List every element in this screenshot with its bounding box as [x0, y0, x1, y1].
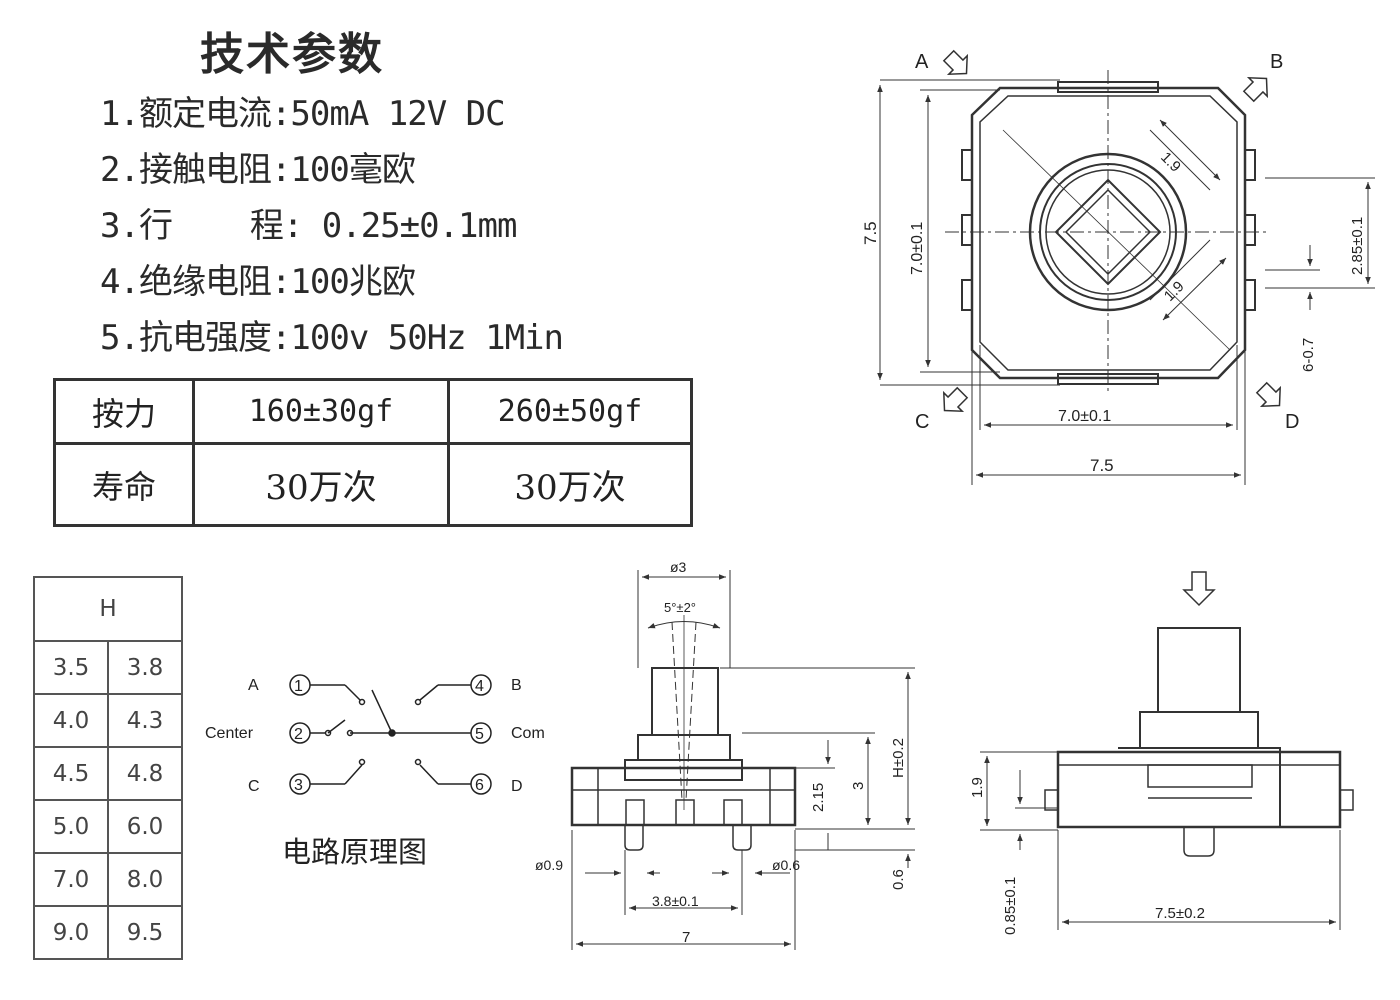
table-cell: 30万次: [447, 442, 693, 527]
pin-number: 2: [294, 726, 303, 743]
pin-number: 4: [475, 678, 484, 695]
side-view-labels: ø3 5°±2° H±0.2 3 2.15 ø0.9 ø0.6 0.6 3.8±…: [535, 559, 907, 946]
table-cell: 7.0: [33, 852, 109, 907]
table-cell: 160±30gf: [192, 378, 450, 445]
dim-label: 7.0±0.1: [1058, 408, 1111, 425]
table-cell: 5.0: [33, 799, 109, 854]
terminal-label-d: D: [511, 778, 523, 795]
dim-label: 1.9: [1157, 149, 1184, 176]
table-cell: 9.5: [107, 905, 183, 960]
dim-label: H±0.2: [890, 738, 907, 778]
pin-number: 3: [294, 777, 303, 794]
table-cell: 260±50gf: [447, 378, 693, 445]
row-label: 寿命: [53, 442, 195, 527]
table-cell: 4.5: [33, 746, 109, 801]
front-view-labels: 1.9 0.85±0.1 7.5±0.2: [969, 777, 1205, 935]
dim-label: 5°±2°: [664, 600, 696, 615]
dim-label: 1.9: [969, 777, 986, 798]
table-cell: 6.0: [107, 799, 183, 854]
spec-item: 4.绝缘电阻:100兆欧: [100, 262, 416, 302]
corner-label-b: B: [1270, 51, 1283, 73]
table-cell: 3.5: [33, 640, 109, 695]
table-row: 寿命 30万次 30万次: [53, 442, 693, 527]
table-header: H: [33, 576, 183, 642]
dim-label: 2.15: [810, 783, 827, 812]
force-life-table: 按力 160±30gf 260±50gf 寿命 30万次 30万次: [53, 378, 693, 527]
table-cell: 4.0: [33, 693, 109, 748]
dim-label: 2.85±0.1: [1349, 217, 1366, 275]
corner-label-d: D: [1285, 411, 1299, 433]
press-arrow-icon: [1182, 571, 1216, 607]
row-label: 按力: [53, 378, 195, 445]
dim-label: 0.6: [890, 869, 907, 890]
spec-title: 技术参数: [200, 29, 384, 80]
pin-number: 1: [294, 678, 303, 695]
dim-label: 1.9: [1161, 278, 1188, 305]
dim-label: 7.5: [1090, 456, 1114, 475]
dim-label: 7.5±0.2: [1155, 905, 1205, 922]
table-cell: 3.8: [107, 640, 183, 695]
table-row: 按力 160±30gf 260±50gf: [53, 378, 693, 445]
top-view-labels: A B C D 7.5 7.0±0.1 7.0±0.1 7.5 1.9 1.9 …: [861, 51, 1366, 475]
spec-item: 3.行 程: 0.25±0.1mm: [100, 206, 517, 246]
spec-item: 2.接触电阻:100毫欧: [100, 150, 416, 190]
circuit-labels: 1 2 3 4 5 6 A Center C B Com D 电路原理图: [205, 677, 545, 869]
table-cell: 4.3: [107, 693, 183, 748]
top-view-drawing: [877, 49, 1375, 485]
side-view-drawing: [570, 570, 915, 950]
dim-label: 7.5: [861, 221, 880, 245]
circuit-caption: 电路原理图: [282, 836, 427, 869]
dim-label: 7: [682, 929, 690, 946]
terminal-label-b: B: [511, 677, 522, 694]
dim-label: 6-0.7: [1300, 338, 1317, 372]
front-view-drawing: [980, 571, 1354, 930]
spec-item: 1.额定电流:50mA 12V DC: [100, 94, 506, 134]
terminal-label-center: Center: [205, 725, 254, 742]
table-cell: 30万次: [192, 442, 450, 527]
dim-label: 7.0±0.1: [909, 222, 926, 275]
dim-label: ø3: [670, 559, 687, 575]
table-cell: 9.0: [33, 905, 109, 960]
terminal-label-com: Com: [511, 725, 545, 742]
dim-label: 0.85±0.1: [1002, 877, 1019, 935]
terminal-label-a: A: [248, 677, 259, 694]
circuit-diagram: [289, 674, 492, 795]
table-cell: 8.0: [107, 852, 183, 907]
pin-number: 6: [475, 777, 484, 794]
dim-label: ø0.6: [772, 857, 800, 873]
corner-label-c: C: [915, 411, 929, 433]
pin-number: 5: [475, 726, 484, 743]
corner-label-a: A: [915, 51, 929, 73]
dim-label: ø0.9: [535, 857, 563, 873]
table-cell: 4.8: [107, 746, 183, 801]
spec-item: 5.抗电强度:100v 50Hz 1Min: [100, 318, 564, 358]
dim-label: 3.8±0.1: [652, 893, 699, 909]
dim-label: 3: [850, 782, 867, 790]
terminal-label-c: C: [248, 778, 260, 795]
